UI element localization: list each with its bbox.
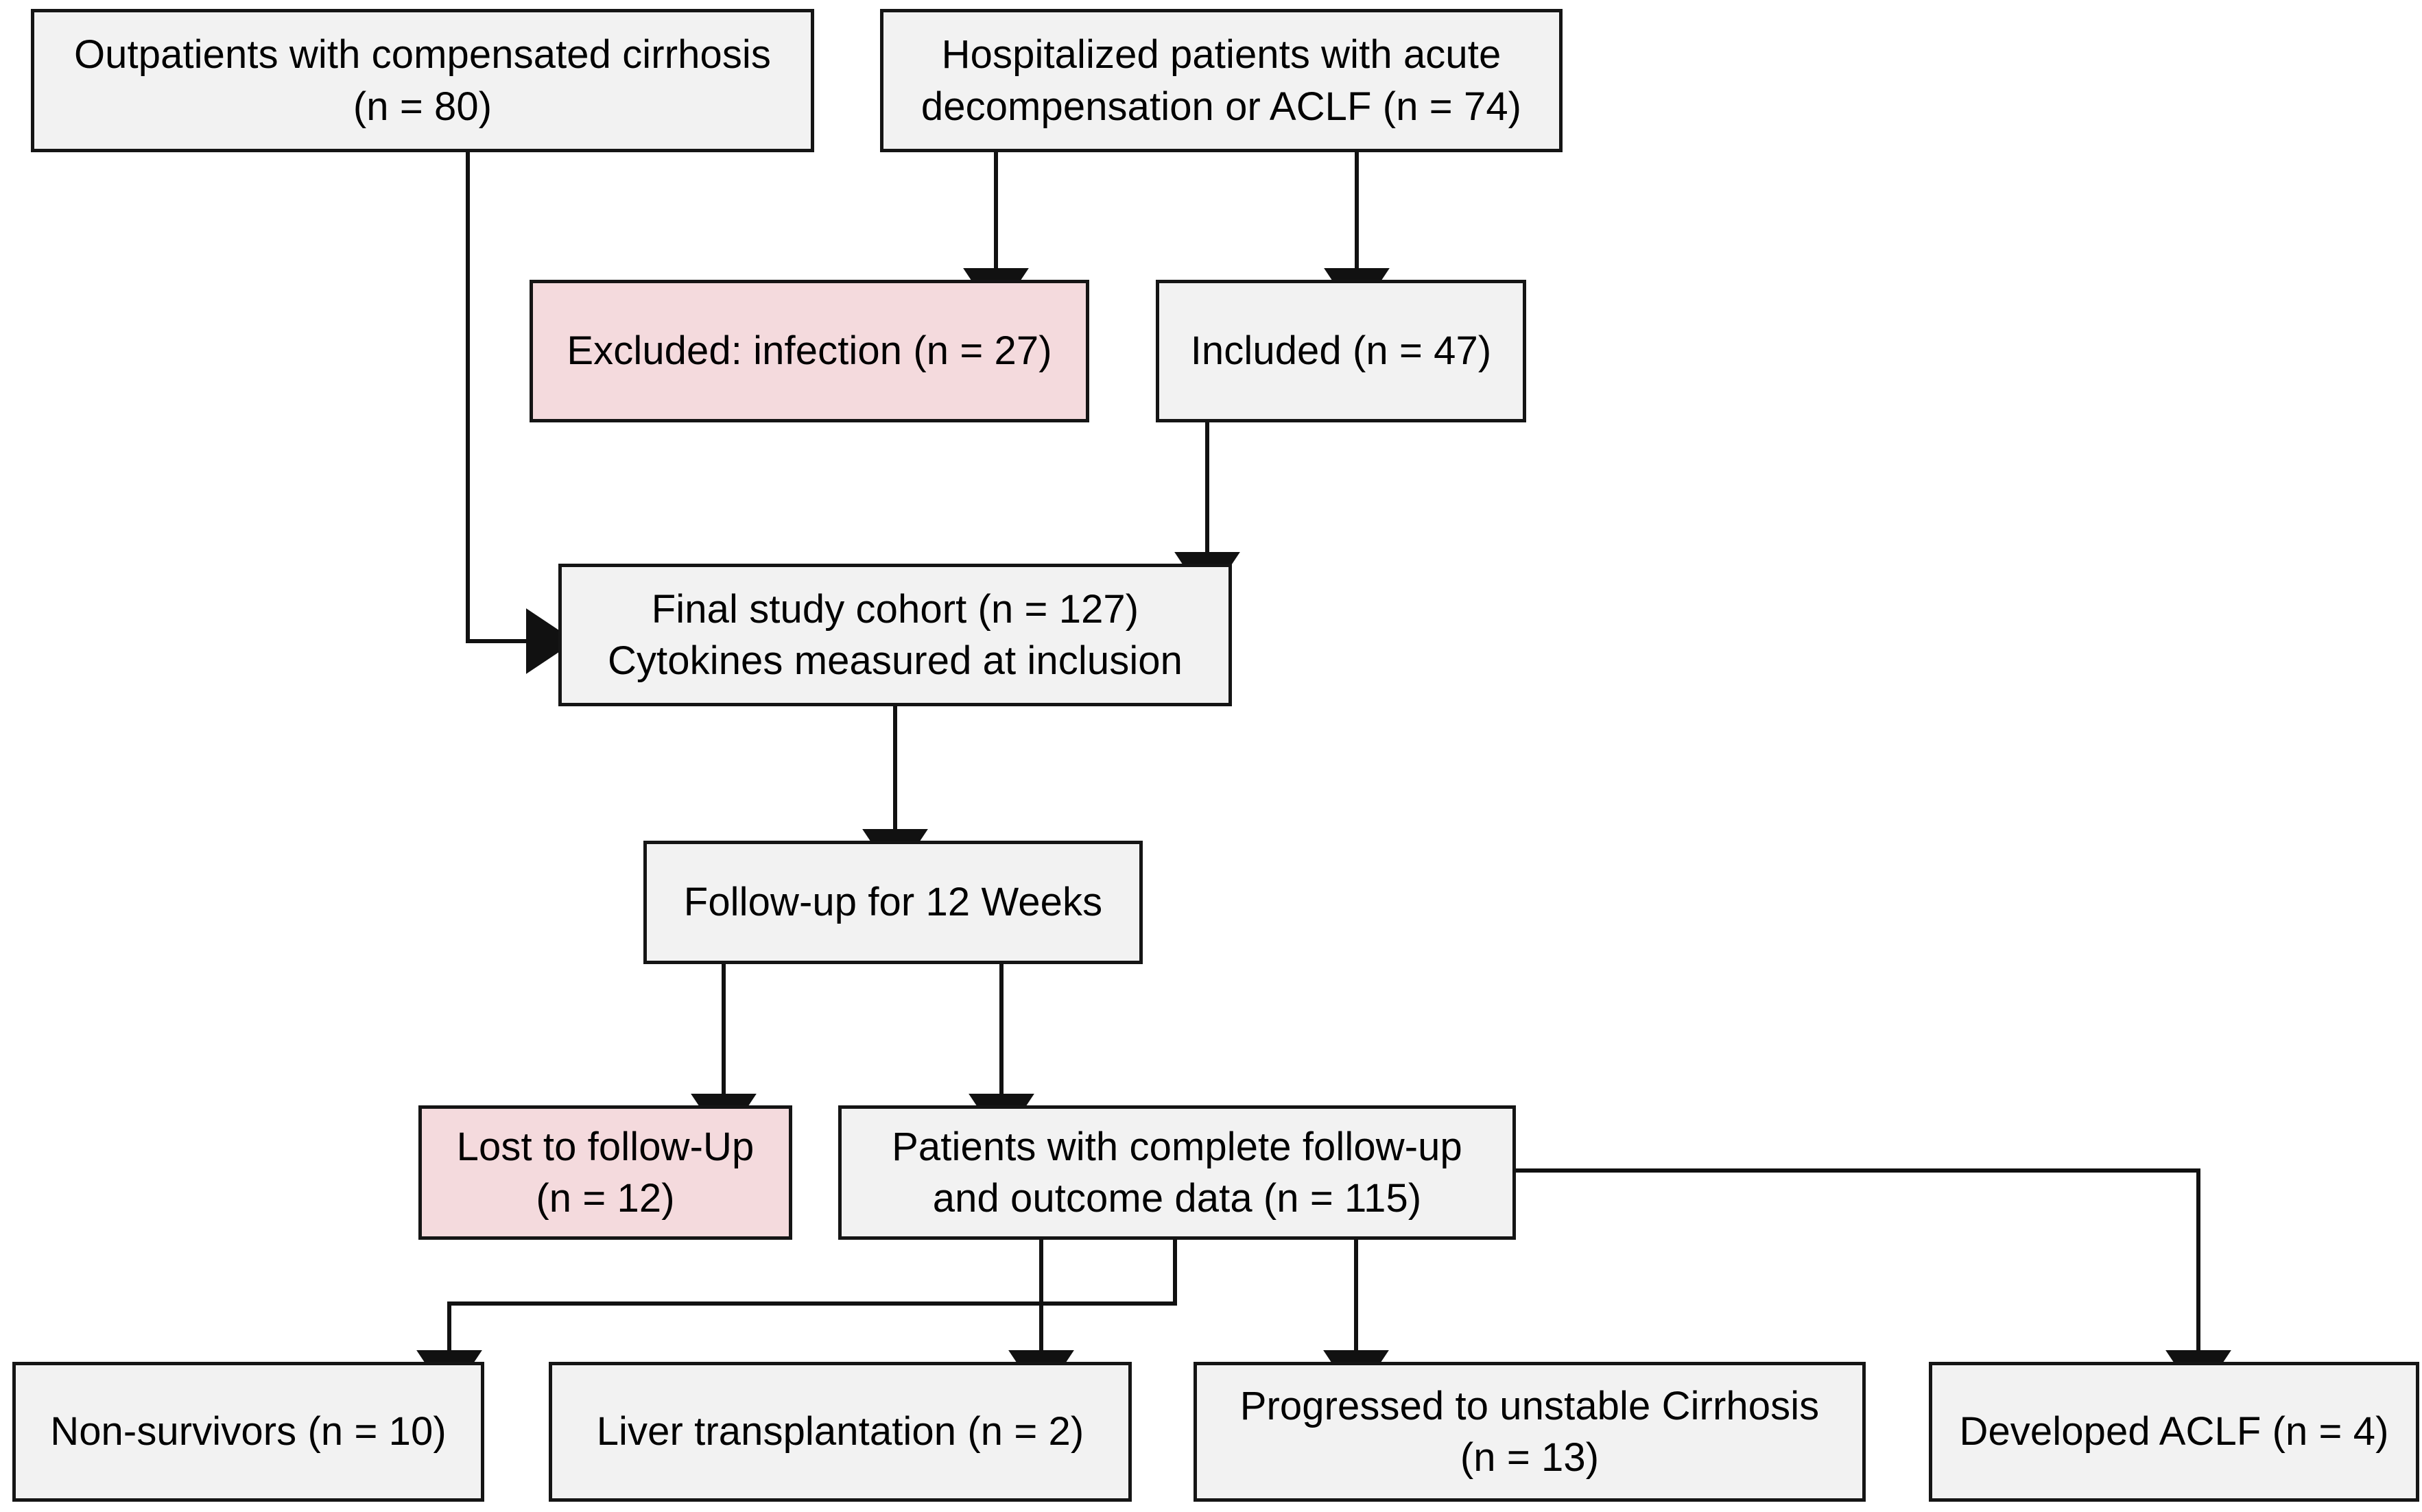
edge-complete-to-developed-aclf xyxy=(1516,1168,2231,1400)
node-hospitalized-label: Hospitalized patients with acute decompe… xyxy=(921,32,1522,129)
node-final-cohort[interactable]: Final study cohort (n = 127) Cytokines m… xyxy=(558,564,1232,706)
node-included[interactable]: Included (n = 47) xyxy=(1156,280,1526,422)
node-non-survivors-label: Non-survivors (n = 10) xyxy=(50,1409,447,1454)
node-followup-label: Follow-up for 12 Weeks xyxy=(683,880,1103,925)
node-complete-followup[interactable]: Patients with complete follow-up and out… xyxy=(838,1105,1516,1240)
node-developed-aclf[interactable]: Developed ACLF (n = 4) xyxy=(1929,1362,2419,1502)
node-lost-followup[interactable]: Lost to follow-Up (n = 12) xyxy=(418,1105,792,1240)
node-lost-followup-label: Lost to follow-Up (n = 12) xyxy=(456,1124,755,1221)
node-excluded-infection-label: Excluded: infection (n = 27) xyxy=(567,328,1052,374)
node-progressed-unstable[interactable]: Progressed to unstable Cirrhosis (n = 13… xyxy=(1194,1362,1866,1502)
node-outpatients-label: Outpatients with compensated cirrhosis (… xyxy=(73,32,772,129)
edge-outpatients-to-final-cohort xyxy=(466,152,575,674)
node-developed-aclf-label: Developed ACLF (n = 4) xyxy=(1959,1409,2389,1454)
node-complete-followup-label: Patients with complete follow-up and out… xyxy=(892,1124,1462,1221)
node-liver-transplantation[interactable]: Liver transplantation (n = 2) xyxy=(549,1362,1132,1502)
node-liver-transplantation-label: Liver transplantation (n = 2) xyxy=(596,1409,1084,1454)
node-hospitalized[interactable]: Hospitalized patients with acute decompe… xyxy=(880,9,1563,152)
node-final-cohort-label: Final study cohort (n = 127) Cytokines m… xyxy=(607,586,1183,683)
node-included-label: Included (n = 47) xyxy=(1190,328,1492,374)
node-followup[interactable]: Follow-up for 12 Weeks xyxy=(643,841,1143,964)
node-outpatients[interactable]: Outpatients with compensated cirrhosis (… xyxy=(31,9,814,152)
node-non-survivors[interactable]: Non-survivors (n = 10) xyxy=(12,1362,484,1502)
node-excluded-infection[interactable]: Excluded: infection (n = 27) xyxy=(530,280,1089,422)
node-progressed-unstable-label: Progressed to unstable Cirrhosis (n = 13… xyxy=(1239,1383,1820,1480)
edge-complete-to-non-survivors xyxy=(416,1238,1177,1400)
